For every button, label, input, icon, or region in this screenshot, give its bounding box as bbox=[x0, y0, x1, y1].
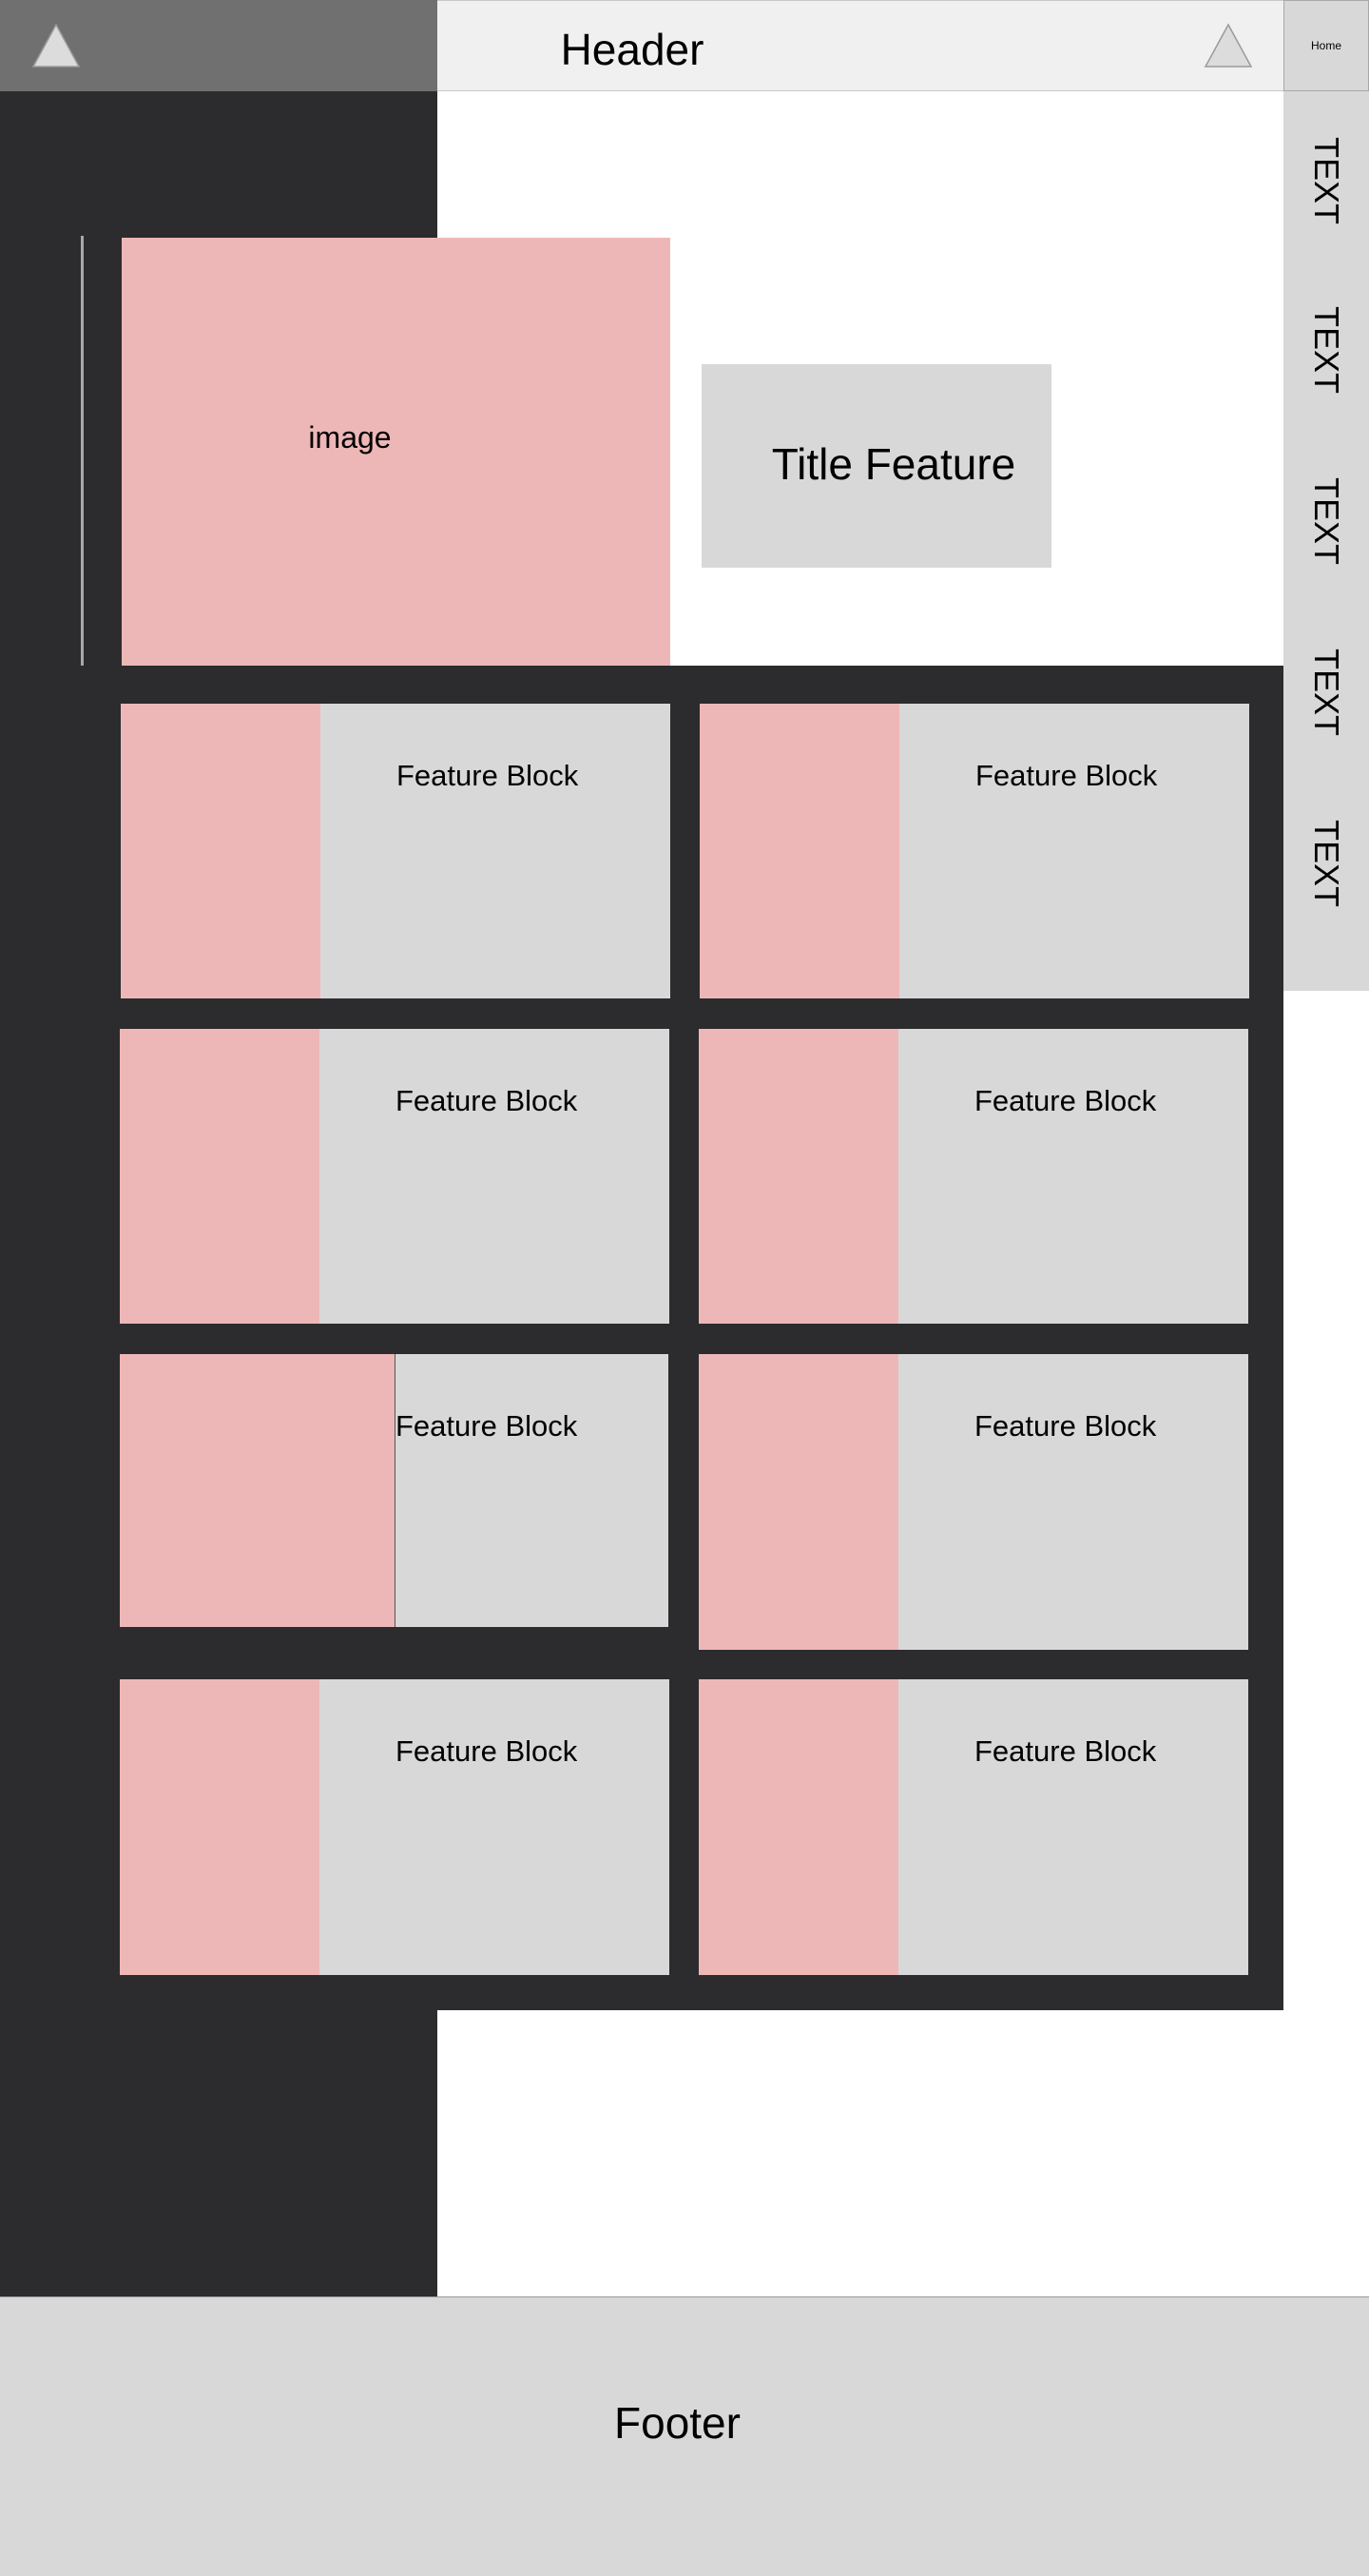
feature-block-image bbox=[700, 704, 899, 998]
nav-item-label: TEXT bbox=[1307, 305, 1347, 395]
header-bar bbox=[437, 0, 1283, 91]
feature-block[interactable]: Feature Block bbox=[120, 1029, 669, 1324]
feature-block[interactable]: Feature Block bbox=[120, 1679, 669, 1975]
triangle-left-icon[interactable] bbox=[31, 23, 81, 68]
feature-block-label: Feature Block bbox=[395, 1084, 578, 1117]
footer bbox=[0, 2296, 1369, 2576]
hero-image-label: image bbox=[308, 420, 392, 455]
feature-block-image bbox=[120, 1679, 319, 1975]
nav-item-1[interactable]: TEXT bbox=[1283, 95, 1369, 266]
feature-block-image bbox=[121, 704, 320, 998]
feature-block[interactable]: Feature Block bbox=[120, 1354, 668, 1627]
nav-item-label: TEXT bbox=[1307, 136, 1347, 225]
feature-block-image bbox=[120, 1029, 319, 1324]
nav-item-label: TEXT bbox=[1307, 648, 1347, 737]
title-feature-text: Title Feature bbox=[771, 439, 1016, 489]
nav-item-2[interactable]: TEXT bbox=[1283, 264, 1369, 436]
feature-block[interactable]: Feature Block bbox=[700, 704, 1249, 998]
feature-block-label: Feature Block bbox=[974, 1409, 1157, 1443]
feature-block-label: Feature Block bbox=[396, 759, 579, 792]
title-feature-box bbox=[702, 364, 1051, 568]
nav-item-4[interactable]: TEXT bbox=[1283, 607, 1369, 778]
feature-block-label: Feature Block bbox=[395, 1734, 578, 1768]
hero-image-placeholder bbox=[122, 238, 670, 666]
feature-block[interactable]: Feature Block bbox=[699, 1029, 1248, 1324]
feature-block-image bbox=[120, 1354, 395, 1627]
right-nav bbox=[1283, 91, 1369, 991]
home-button[interactable]: Home bbox=[1283, 0, 1369, 91]
header-title: Header bbox=[560, 25, 704, 74]
feature-block[interactable]: Feature Block bbox=[121, 704, 670, 998]
vertical-divider bbox=[81, 236, 84, 666]
nav-item-label: TEXT bbox=[1307, 476, 1347, 566]
feature-block-label: Feature Block bbox=[974, 1084, 1157, 1117]
feature-block[interactable]: Feature Block bbox=[699, 1679, 1248, 1975]
feature-block-image bbox=[699, 1354, 898, 1650]
feature-block[interactable]: Feature Block bbox=[699, 1354, 1248, 1650]
feature-block-label: Feature Block bbox=[395, 1409, 578, 1443]
footer-text: Footer bbox=[614, 2398, 741, 2448]
feature-block-label: Feature Block bbox=[975, 759, 1158, 792]
feature-block-image bbox=[699, 1679, 898, 1975]
triangle-right-icon[interactable] bbox=[1204, 23, 1253, 68]
feature-block-label: Feature Block bbox=[974, 1734, 1157, 1768]
nav-item-3[interactable]: TEXT bbox=[1283, 436, 1369, 607]
nav-item-5[interactable]: TEXT bbox=[1283, 778, 1369, 949]
feature-block-image bbox=[699, 1029, 898, 1324]
header-left-panel bbox=[0, 0, 437, 91]
nav-item-label: TEXT bbox=[1307, 819, 1347, 908]
